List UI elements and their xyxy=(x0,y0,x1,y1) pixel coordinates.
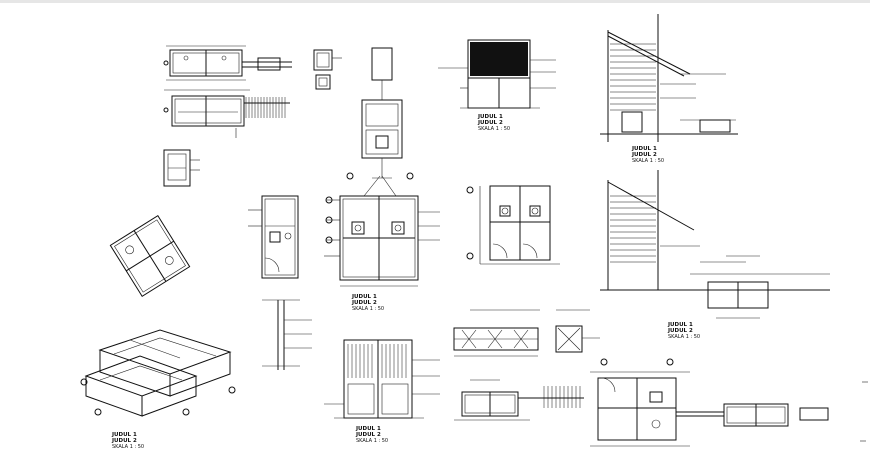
canvas-top-edge xyxy=(0,0,870,3)
svg-text:JUDUL 1: JUDUL 1 xyxy=(355,426,381,432)
section-mid-right xyxy=(600,170,830,319)
svg-text:SKALA 1 : 50: SKALA 1 : 50 xyxy=(668,334,700,340)
svg-text:JUDUL 1: JUDUL 1 xyxy=(477,114,503,120)
section-top-right-caption: JUDUL 1 JUDUL 2 SKALA 1 : 50 xyxy=(631,146,664,164)
pit-section-detail xyxy=(163,149,200,187)
foundation-beam-detail xyxy=(453,309,540,357)
section-top-right xyxy=(600,14,738,142)
svg-text:JUDUL 2: JUDUL 2 xyxy=(111,438,137,444)
elevation-bottom-caption: JUDUL 1 JUDUL 2 SKALA 1 : 50 xyxy=(355,426,388,444)
sheet-edge-marks xyxy=(860,381,868,442)
rotated-plan-view xyxy=(109,215,191,297)
section-mid-right-caption: JUDUL 1 JUDUL 2 SKALA 1 : 50 xyxy=(667,322,700,340)
svg-text:SKALA 1 : 50: SKALA 1 : 50 xyxy=(352,306,384,312)
svg-text:JUDUL 2: JUDUL 2 xyxy=(355,432,381,438)
elevation-top-caption: JUDUL 1 JUDUL 2 SKALA 1 : 50 xyxy=(477,114,510,132)
twin-stall-plan xyxy=(466,185,560,265)
svg-text:JUDUL 2: JUDUL 2 xyxy=(477,120,503,126)
svg-text:JUDUL 2: JUDUL 2 xyxy=(631,152,657,158)
floor-plan-center xyxy=(324,172,440,287)
isometric-caption: JUDUL 1 JUDUL 2 SKALA 1 : 50 xyxy=(111,432,144,450)
svg-text:JUDUL 2: JUDUL 2 xyxy=(351,300,377,306)
svg-text:SKALA 1 : 50: SKALA 1 : 50 xyxy=(112,444,144,450)
svg-text:SKALA 1 : 50: SKALA 1 : 50 xyxy=(478,126,510,132)
svg-text:SKALA 1 : 50: SKALA 1 : 50 xyxy=(356,438,388,444)
front-elevation-bottom xyxy=(324,339,440,419)
septic-tank-plan-view xyxy=(163,45,292,81)
svg-text:JUDUL 1: JUDUL 1 xyxy=(631,146,657,152)
svg-text:JUDUL 1: JUDUL 1 xyxy=(111,432,137,438)
septic-detail-bottom xyxy=(454,379,584,421)
drainage-layout-plan xyxy=(361,47,403,179)
plan-with-septic-tank xyxy=(590,358,829,447)
column-footing-detail xyxy=(555,309,600,353)
floor-plan-caption: JUDUL 1 JUDUL 2 SKALA 1 : 50 xyxy=(351,294,384,312)
front-elevation-top xyxy=(438,39,556,109)
svg-text:SKALA 1 : 50: SKALA 1 : 50 xyxy=(632,158,664,164)
manhole-detail xyxy=(313,49,342,90)
svg-text:JUDUL 1: JUDUL 1 xyxy=(351,294,377,300)
svg-text:JUDUL 1: JUDUL 1 xyxy=(667,322,693,328)
septic-tank-section-view xyxy=(163,89,290,138)
wall-section-detail xyxy=(262,299,312,370)
isometric-view xyxy=(80,329,236,417)
svg-text:JUDUL 2: JUDUL 2 xyxy=(667,328,693,334)
single-toilet-plan xyxy=(248,195,299,279)
